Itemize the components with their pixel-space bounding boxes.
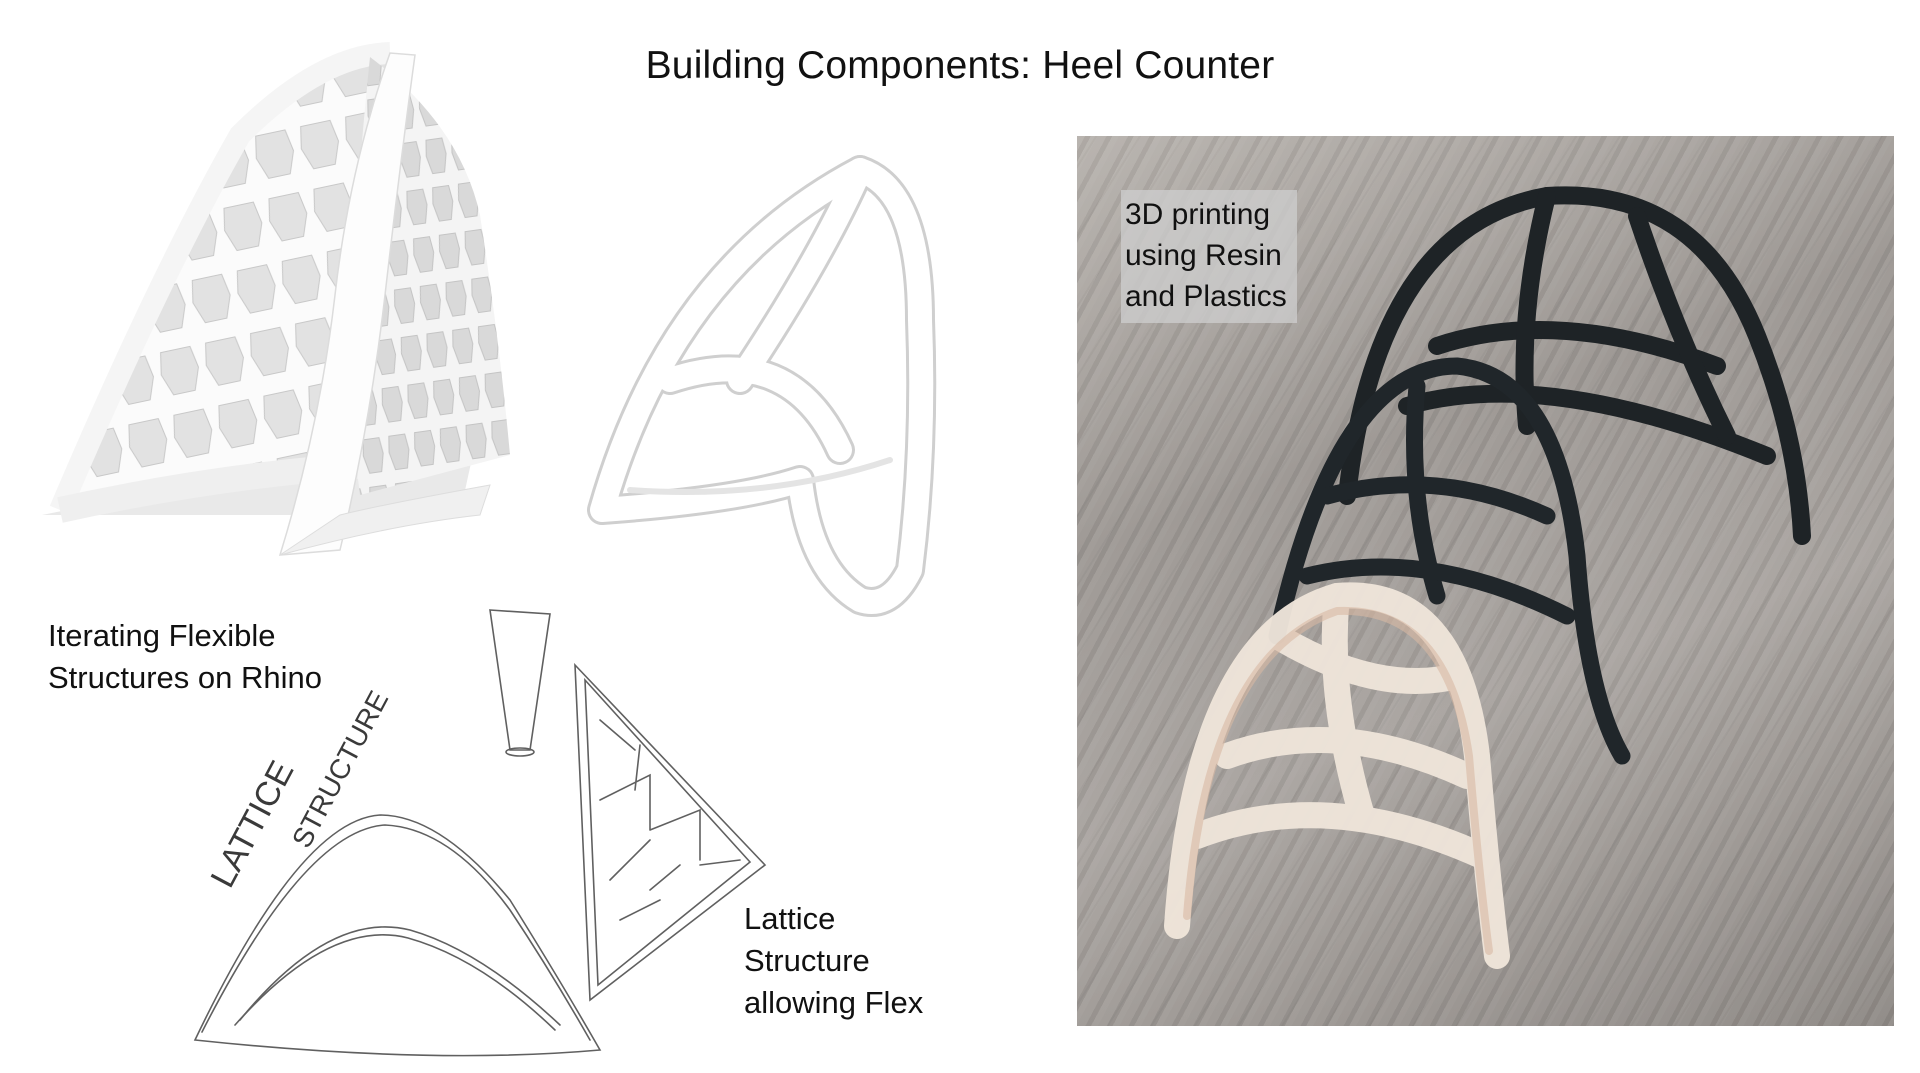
sketch-handwriting-structure: STRUCTURE [286,686,394,853]
caption-rhino-line-2: Structures on Rhino [48,660,322,695]
tubular-lattice-model-render [587,155,937,617]
caption-rhino-line-1: Iterating Flexible [48,618,276,653]
3d-print-photo: 3D printing using Resin and Plastics [1077,136,1894,1026]
caption-lattice-structure: Lattice Structure allowing Flex [744,898,923,1024]
page-title: Building Components: Heel Counter [645,44,1275,87]
caption-rhino-iterations: Iterating Flexible Structures on Rhino [48,615,322,699]
sketch-handwriting-lattice: LATTICE [204,755,302,894]
hex-lattice-model-render [42,42,510,556]
caption-3d-printing-line-2: using Resin [1125,239,1282,272]
pencil-sketch: LATTICE STRUCTURE [193,609,767,1057]
caption-lattice-line-3: allowing Flex [744,985,924,1020]
printed-prototypes-illustration [1164,186,1811,969]
caption-lattice-line-1: Lattice [744,901,836,936]
caption-3d-printing-line-3: and Plastics [1125,280,1287,313]
caption-lattice-line-2: Structure [744,943,870,978]
caption-3d-printing: 3D printing using Resin and Plastics [1121,190,1297,323]
caption-3d-printing-line-1: 3D printing [1125,198,1271,231]
